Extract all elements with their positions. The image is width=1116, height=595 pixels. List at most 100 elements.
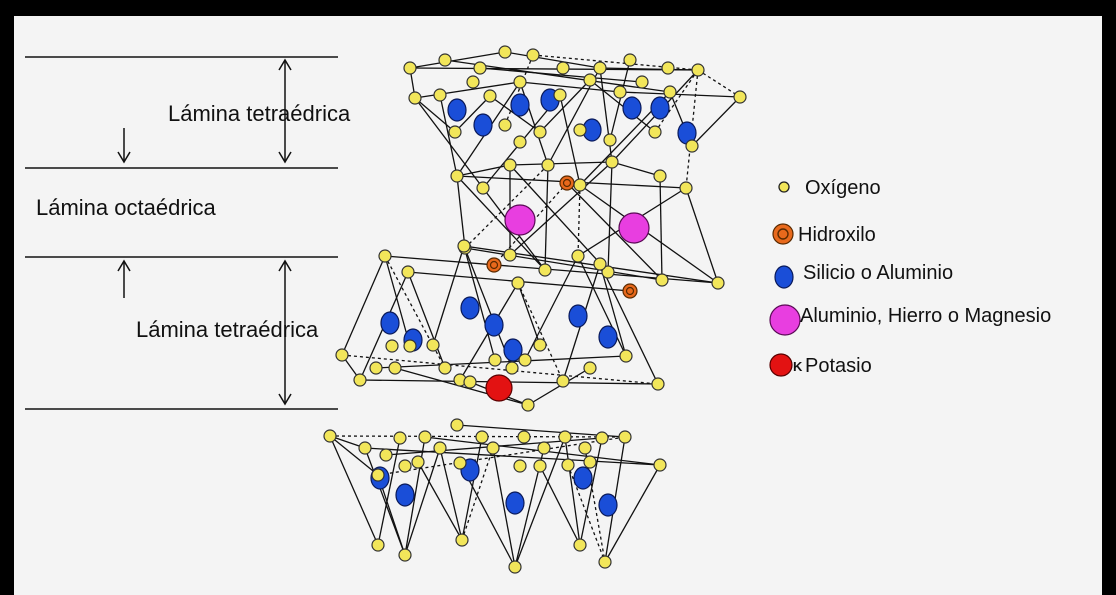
silicon-atom	[505, 491, 525, 515]
bond-line	[691, 96, 741, 147]
bond-line	[524, 255, 579, 361]
oxygen-atom	[583, 73, 597, 87]
oxygen-atom	[598, 555, 612, 569]
hydroxyl-atom	[486, 257, 502, 273]
bond-line	[599, 263, 659, 385]
octahedral-cation-icon	[769, 304, 801, 336]
bond-line	[461, 436, 483, 541]
oxygen-atom	[511, 276, 525, 290]
oxygen-atom	[486, 441, 500, 455]
bond-line	[514, 436, 566, 568]
bond-line	[659, 175, 663, 281]
bond-line	[566, 182, 663, 281]
legend-item-oxygen: Oxígeno	[778, 177, 881, 199]
silicon-atom	[598, 325, 618, 349]
oxygen-atom	[476, 181, 490, 195]
oxygen-atom	[403, 339, 417, 353]
bond-line	[404, 447, 441, 556]
oxygen-atom	[426, 338, 440, 352]
oxygen-atom	[371, 468, 385, 482]
label-octahedral-sheet: Lámina octaédrica	[36, 195, 217, 220]
oxygen-atom	[561, 458, 575, 472]
bond-line	[509, 164, 609, 273]
oxygen-atom	[679, 181, 693, 195]
bond-line	[463, 245, 719, 284]
oxygen-atom	[623, 53, 637, 67]
hydroxyl-icon	[772, 223, 794, 245]
oxygen-atom	[498, 45, 512, 59]
bond-line	[539, 79, 591, 133]
silicon-atom	[380, 311, 400, 335]
oxygen-atom	[651, 377, 665, 391]
potassium-symbol: K	[793, 359, 803, 374]
bond-line	[579, 437, 603, 546]
oxygen-atom	[583, 361, 597, 375]
bond-line	[527, 367, 591, 406]
bond-line	[544, 164, 549, 271]
bond-line	[539, 465, 581, 546]
silicon-atom	[447, 98, 467, 122]
bond-line	[492, 447, 516, 568]
oxygen-icon	[778, 181, 790, 193]
oxygen-atom	[653, 458, 667, 472]
bond-line	[599, 67, 613, 163]
bond-line	[509, 161, 613, 166]
bond-line	[685, 69, 699, 189]
bond-line	[384, 255, 411, 347]
arrow-icon	[117, 259, 131, 298]
oxygen-atom	[571, 249, 585, 263]
bond-line	[341, 354, 659, 385]
bond-line	[329, 435, 379, 546]
bond-line	[609, 59, 631, 141]
oxygen-atom	[653, 169, 667, 183]
oxygen-atom	[403, 61, 417, 75]
bond-line	[685, 187, 719, 284]
bond-line	[461, 447, 494, 541]
oxygen-atom	[573, 123, 587, 137]
bond-line	[456, 175, 466, 249]
oxygen-atom	[401, 265, 415, 279]
oxygen-atom	[593, 257, 607, 271]
oxygen-atom	[463, 375, 477, 389]
oxygen-atom	[388, 361, 402, 375]
octahedral-cation-atom	[504, 204, 536, 236]
oxygen-atom	[505, 361, 519, 375]
oxygen-atom	[433, 441, 447, 455]
hydroxyl-atom-ring	[625, 286, 635, 296]
bond-line	[517, 282, 541, 346]
oxygen-atom	[473, 61, 487, 75]
silicon-atom	[568, 304, 588, 328]
bond-line	[456, 164, 511, 177]
oxygen-atom	[513, 75, 527, 89]
oxygen-atom	[323, 429, 337, 443]
bond-line	[654, 69, 699, 133]
legend-label-octahedral: Aluminio, Hierro o Magnesio	[800, 305, 1051, 327]
bond-line	[463, 245, 496, 361]
silicon-atom	[650, 96, 670, 120]
oxygen-atom	[595, 431, 609, 445]
oxygen-atom	[503, 158, 517, 172]
oxygen-atom	[498, 118, 512, 132]
oxygen-atom	[619, 349, 633, 363]
legend-item-silicon: Silicio o Aluminio	[774, 262, 953, 289]
oxygen-atom	[533, 459, 547, 473]
oxygen-atom	[553, 88, 567, 102]
bond-line	[611, 161, 661, 177]
silicon-atom	[573, 466, 593, 490]
bond-line	[599, 263, 627, 357]
oxygen-atom	[335, 348, 349, 362]
bond-line	[697, 69, 741, 98]
legend-label-hydroxyl: Hidroxilo	[798, 224, 876, 246]
oxygen-atom	[503, 248, 517, 262]
bond-line	[439, 447, 463, 541]
oxygen-atom	[378, 249, 392, 263]
silicon-atom	[598, 493, 618, 517]
bond-line	[329, 435, 626, 438]
bond-line	[364, 447, 661, 466]
oxygen-atom	[408, 91, 422, 105]
bond-line	[604, 464, 661, 563]
oxygen-atom	[475, 430, 489, 444]
oxygen-atom	[558, 430, 572, 444]
bond-line	[577, 255, 627, 357]
